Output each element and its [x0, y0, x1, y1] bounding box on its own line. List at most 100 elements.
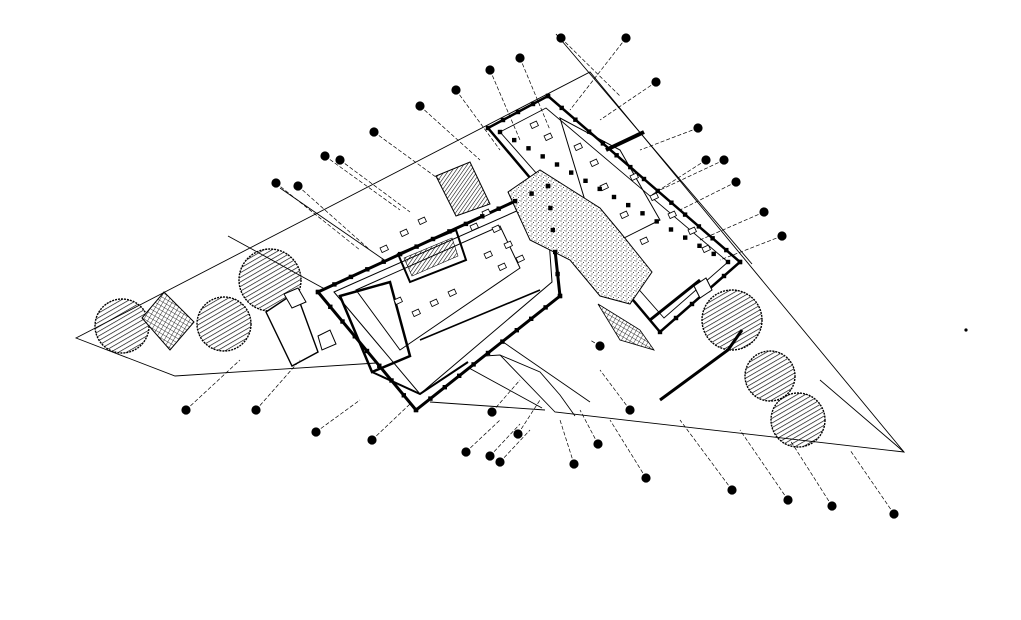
column-marker [340, 319, 345, 324]
column-marker [364, 348, 370, 354]
column-marker [682, 212, 688, 217]
leader-line [255, 359, 301, 411]
leader-line [739, 429, 789, 501]
structural-columns [315, 93, 743, 413]
column-marker [529, 316, 534, 321]
callout-bubble [415, 101, 425, 111]
tree-canopy-5 [744, 350, 796, 402]
callout-bubble [719, 155, 729, 165]
callout-bubble [621, 33, 631, 43]
callout-bubble [369, 127, 379, 137]
callout-bubble [701, 155, 711, 165]
leader-line [659, 159, 725, 191]
callout-bubble [485, 65, 495, 75]
callout-leaders [185, 37, 895, 515]
callout-bubble [641, 473, 651, 483]
callout-bubble [889, 509, 899, 519]
column-marker [641, 176, 647, 182]
column-marker [512, 198, 518, 204]
callout-bubble [367, 435, 377, 445]
column-marker [559, 105, 564, 111]
column-marker [725, 259, 731, 265]
callout-bubbles [181, 33, 968, 519]
callout-bubble [693, 123, 703, 133]
landscape-trees [94, 248, 826, 448]
column-marker [724, 247, 729, 253]
callout-bubble [487, 407, 497, 417]
column-marker [471, 362, 476, 367]
leader-line [499, 429, 531, 463]
column-marker [401, 393, 406, 398]
callout-bubble [595, 341, 605, 351]
column-marker [500, 117, 506, 123]
leader-line [649, 159, 707, 197]
column-marker [497, 129, 503, 135]
leader-line [569, 37, 627, 111]
column-marker [557, 293, 563, 299]
column-marker [548, 205, 553, 211]
column-marker [496, 206, 501, 211]
callout-bubble [569, 459, 579, 469]
column-marker [485, 350, 491, 356]
column-marker [381, 259, 386, 264]
column-marker [463, 221, 469, 227]
tree-canopy-4 [701, 289, 763, 351]
central-courtyard [507, 169, 655, 351]
column-marker [654, 219, 659, 224]
column-marker [352, 334, 357, 339]
column-marker [447, 229, 452, 234]
callout-bubble [731, 177, 741, 187]
tree-canopy-2 [196, 296, 252, 352]
column-marker [545, 183, 551, 189]
callout-bubble [777, 231, 787, 241]
column-marker [457, 373, 462, 378]
leader-line [455, 89, 501, 151]
column-marker [377, 363, 382, 368]
callout-bubble [251, 405, 261, 415]
column-marker [711, 251, 716, 257]
column-marker [689, 301, 695, 307]
column-marker [554, 162, 560, 167]
callout-bubble [181, 405, 191, 415]
entry-pavilion [265, 290, 319, 367]
callout-bubble [827, 501, 837, 511]
column-marker [586, 129, 592, 134]
column-marker [555, 271, 560, 277]
column-marker [683, 235, 688, 240]
column-marker [328, 304, 333, 309]
column-marker [348, 274, 354, 280]
leader-line [489, 423, 521, 457]
column-marker [668, 227, 674, 232]
callout-bubble [513, 429, 523, 439]
leader-line [609, 419, 647, 479]
callout-bubble [964, 328, 968, 332]
callout-bubble [593, 439, 603, 449]
column-marker [514, 328, 519, 333]
column-marker [332, 282, 337, 287]
callout-bubble [335, 155, 345, 165]
paved-planter [141, 291, 195, 351]
column-marker [737, 259, 743, 265]
leader-line [639, 127, 699, 151]
column-marker [543, 305, 548, 310]
column-marker [529, 191, 534, 196]
callout-bubble [311, 427, 321, 437]
column-marker [597, 186, 602, 192]
column-marker [657, 329, 663, 335]
leader-line [491, 379, 521, 413]
column-marker [710, 236, 715, 241]
leader-line [599, 369, 631, 411]
column-marker [569, 170, 574, 175]
leader-line [185, 359, 241, 411]
leader-line [519, 57, 551, 131]
callout-bubble [783, 495, 793, 505]
column-marker [530, 101, 536, 107]
column-marker [721, 273, 727, 279]
column-marker [669, 200, 674, 205]
column-marker [480, 214, 485, 219]
leader-line [419, 105, 481, 161]
tree-canopy-6 [770, 392, 826, 448]
column-marker [550, 227, 555, 233]
column-marker [500, 339, 505, 344]
column-marker [573, 117, 578, 122]
